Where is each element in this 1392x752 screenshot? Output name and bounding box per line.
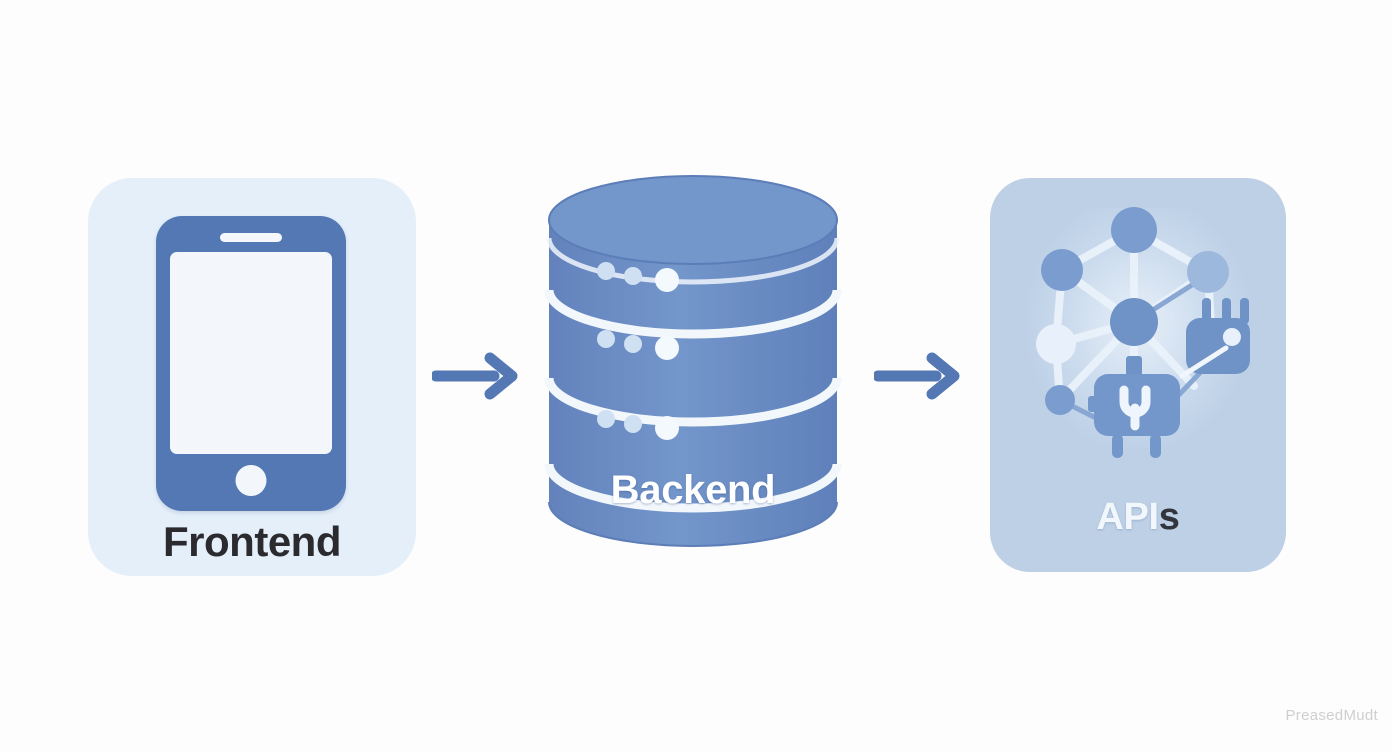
- api-node-top: [1111, 207, 1157, 253]
- phone-screen: [170, 252, 332, 454]
- mobile-phone-icon: [156, 216, 346, 511]
- arrow-right-icon-frontend-to-backend: [430, 352, 522, 400]
- stage-label-backend: Backend: [610, 468, 776, 512]
- stage-label-apis: APIs: [990, 496, 1286, 539]
- api-node-lower-left: [1045, 385, 1075, 415]
- database-cylinder-icon: [544, 175, 842, 547]
- api-node-mid-left: [1036, 324, 1076, 364]
- stage-label-frontend: Frontend: [163, 518, 341, 565]
- stage-label-apis-suffix: s: [1158, 496, 1180, 538]
- api-node-center: [1110, 298, 1158, 346]
- phone-home-button: [235, 465, 267, 496]
- network-nodes-plug-icon: [1036, 207, 1250, 458]
- plug-prongs-icon: [1179, 298, 1250, 379]
- api-node-upper-right: [1187, 251, 1229, 293]
- stage-label-apis-main: API: [1096, 496, 1159, 538]
- plug-fork-icon: [1088, 356, 1180, 458]
- stage-frontend[interactable]: Frontend: [88, 178, 416, 576]
- stage-apis[interactable]: APIs: [990, 178, 1286, 572]
- api-node-upper-left: [1041, 249, 1083, 291]
- stage-backend[interactable]: Backend: [543, 172, 843, 560]
- watermark-text: PreasedMudt: [1285, 707, 1378, 724]
- arrow-right-icon-backend-to-apis: [872, 352, 964, 400]
- phone-speaker-slot: [220, 233, 282, 242]
